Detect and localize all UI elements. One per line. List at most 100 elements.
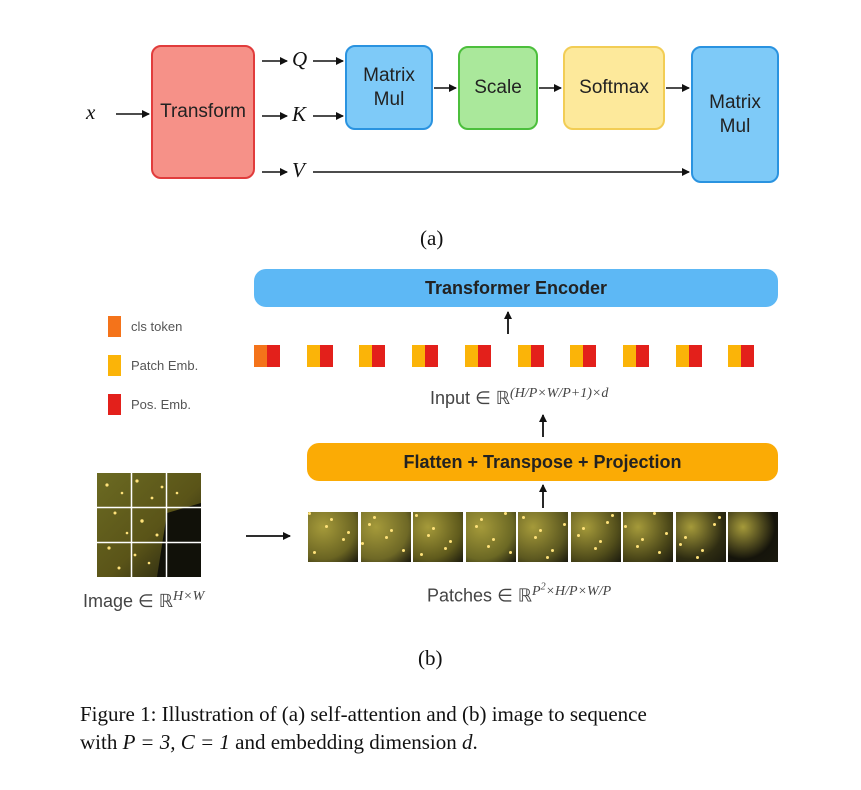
light-sparkle [308, 512, 311, 515]
legend-swatch-cls [108, 316, 121, 337]
light-sparkle [610, 514, 614, 517]
light-sparkle [665, 532, 668, 535]
light-sparkle [581, 527, 585, 530]
light-sparkle [342, 538, 345, 541]
light-sparkle [563, 523, 566, 526]
light-sparkle [474, 525, 478, 528]
legend-swatch-patch [108, 355, 121, 376]
image-patch [570, 512, 621, 562]
light-sparkle [695, 556, 699, 559]
image-patch [675, 512, 726, 562]
scale-box: Scale [458, 46, 538, 130]
image-patch [413, 512, 463, 562]
light-sparkle [522, 516, 525, 519]
light-sparkle [432, 527, 435, 530]
light-sparkle [427, 534, 430, 537]
softmax-box: Softmax [563, 46, 665, 130]
light-sparkle [641, 538, 644, 541]
patch-embedding-token [728, 345, 742, 367]
light-sparkle [347, 531, 350, 534]
legend-cls-token: cls token [108, 316, 182, 337]
light-sparkle [313, 551, 316, 554]
q-label: Q [292, 47, 308, 71]
image-patch [623, 512, 673, 562]
patch-embedding-token [359, 345, 373, 367]
light-sparkle [683, 536, 687, 539]
flatten-projection-box: Flatten + Transpose + Projection [307, 443, 778, 481]
light-sparkle [449, 540, 452, 543]
patch-embedding-token [412, 345, 426, 367]
light-sparkle [534, 536, 537, 539]
input-label: Input ∈ ℝ(H/P×W/P+1)×d [430, 386, 609, 408]
image-grid [97, 473, 201, 577]
light-sparkle [546, 556, 549, 559]
light-sparkle [479, 518, 483, 521]
image-patch [728, 512, 778, 562]
light-sparkle [605, 521, 609, 524]
patches-label: Patches ∈ ℝP2×H/P×W/P [427, 581, 612, 606]
light-sparkle [491, 538, 495, 541]
image-patch [308, 512, 358, 562]
light-sparkle [401, 549, 405, 552]
patch-embedding-token [464, 345, 478, 367]
transform-box: Transform [151, 45, 255, 179]
light-sparkle [700, 549, 704, 552]
position-embedding-token [530, 345, 544, 367]
light-sparkle [624, 525, 627, 528]
position-embedding-token [583, 345, 597, 367]
legend-label-pos: Pos. Emb. [131, 397, 191, 412]
legend-patch-emb: Patch Emb. [108, 355, 198, 376]
input-x-label: x [86, 100, 96, 124]
light-sparkle [420, 553, 423, 556]
light-sparkle [372, 516, 376, 519]
position-embedding-token [741, 345, 755, 367]
position-embedding-token [319, 345, 333, 367]
position-embedding-token [635, 345, 649, 367]
cls-token [254, 345, 267, 367]
patch-embedding-token [517, 345, 531, 367]
light-sparkle [658, 551, 661, 554]
subcaption-b: (b) [418, 646, 443, 670]
figure-caption: Figure 1: Illustration of (a) self-atten… [80, 702, 647, 754]
legend-label-patch: Patch Emb. [131, 358, 199, 373]
light-sparkle [678, 543, 682, 546]
image-patch [465, 512, 516, 562]
light-sparkle [576, 534, 580, 537]
light-sparkle [717, 516, 721, 519]
light-sparkle [360, 542, 364, 545]
light-sparkle [712, 523, 716, 526]
light-sparkle [551, 549, 554, 552]
light-sparkle [539, 529, 542, 532]
patch-embedding-token [306, 345, 320, 367]
light-sparkle [486, 545, 490, 548]
patch-embedding-token [622, 345, 636, 367]
position-embedding-token [267, 345, 280, 367]
matrix-mul-box-2: Matrix Mul [691, 46, 779, 183]
legend-swatch-pos [108, 394, 121, 415]
light-sparkle [653, 512, 656, 515]
light-sparkle [389, 529, 393, 532]
light-sparkle [503, 512, 507, 515]
light-sparkle [593, 547, 597, 550]
position-embedding-token [688, 345, 702, 367]
position-embedding-token [477, 345, 491, 367]
light-sparkle [444, 547, 447, 550]
light-sparkle [384, 536, 388, 539]
image-label: Image ∈ ℝH×W [83, 589, 205, 611]
legend-label-cls: cls token [131, 319, 183, 334]
light-sparkle [636, 545, 639, 548]
light-sparkle [325, 525, 328, 528]
light-sparkle [415, 514, 418, 517]
patch-embedding-token [570, 345, 584, 367]
light-sparkle [330, 518, 333, 521]
v-label: V [292, 158, 305, 182]
light-sparkle [508, 551, 512, 554]
light-sparkle [598, 540, 602, 543]
matrix-mul-box-1: Matrix Mul [345, 45, 433, 130]
position-embedding-token [425, 345, 439, 367]
image-patch [518, 512, 568, 562]
image-patch [360, 512, 411, 562]
subcaption-a: (a) [420, 226, 444, 250]
light-sparkle [367, 523, 371, 526]
